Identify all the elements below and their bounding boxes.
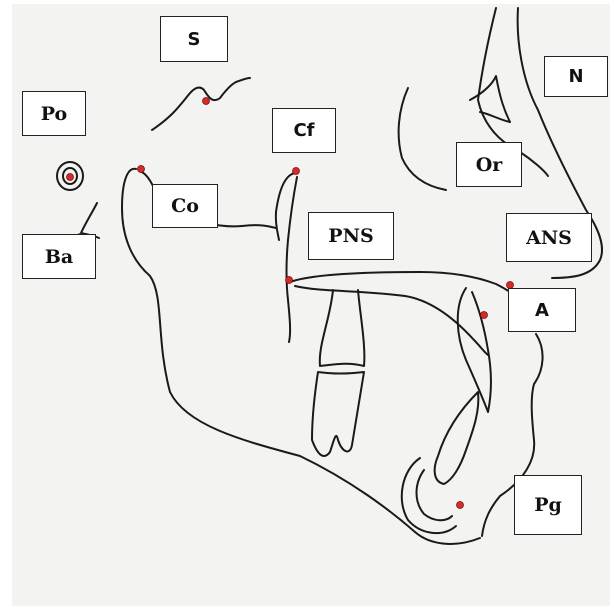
label-orbitale: Or: [456, 142, 522, 187]
label-nasion: N: [544, 56, 608, 97]
label-sella: S: [160, 16, 228, 62]
landmark-point-condylion: [138, 166, 145, 173]
landmark-point-porion: [67, 174, 74, 181]
label-basion: Ba: [22, 234, 96, 279]
label-ans: ANS: [506, 213, 592, 262]
label-cf: Cf: [272, 108, 336, 153]
landmark-point-pns: [286, 277, 293, 284]
label-pogonion: Pg: [514, 475, 582, 535]
label-pns: PNS: [308, 212, 394, 260]
landmark-point-cf: [293, 168, 300, 175]
label-porion: Po: [22, 91, 86, 136]
label-a-point: A: [508, 288, 576, 332]
landmark-point-a: [481, 312, 488, 319]
label-condylion: Co: [152, 184, 218, 228]
landmark-point-pogonion: [457, 502, 464, 509]
landmark-point-sella: [203, 98, 210, 105]
